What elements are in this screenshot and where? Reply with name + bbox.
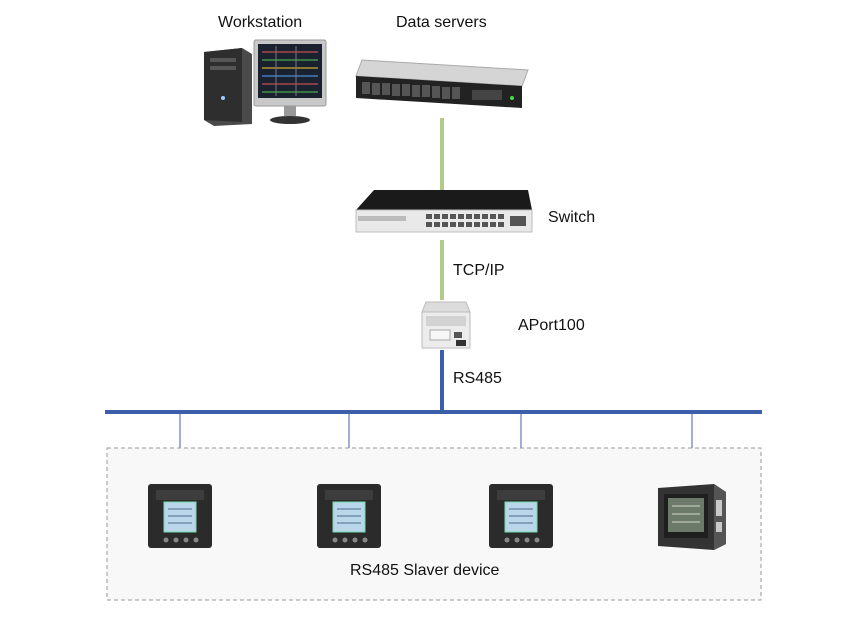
switch-label: Switch xyxy=(548,209,596,226)
desktop-pc-icon xyxy=(204,39,327,126)
aport-label: APort100 xyxy=(518,317,585,334)
slaver-device-label: RS485 Slaver device xyxy=(350,562,500,579)
network-switch-icon xyxy=(355,190,533,233)
power-meter-icon xyxy=(489,484,553,548)
rack-server-icon xyxy=(355,59,529,108)
slave-device-group-box xyxy=(106,447,762,601)
tcpip-label: TCP/IP xyxy=(453,262,505,279)
data-servers-label: Data servers xyxy=(396,14,487,31)
power-analyzer-icon xyxy=(658,484,726,550)
aport100-gateway-icon xyxy=(421,301,471,349)
power-meter-icon xyxy=(148,484,212,548)
power-meter-icon xyxy=(317,484,381,548)
rs485-label: RS485 xyxy=(453,370,502,387)
workstation-label: Workstation xyxy=(218,14,303,31)
